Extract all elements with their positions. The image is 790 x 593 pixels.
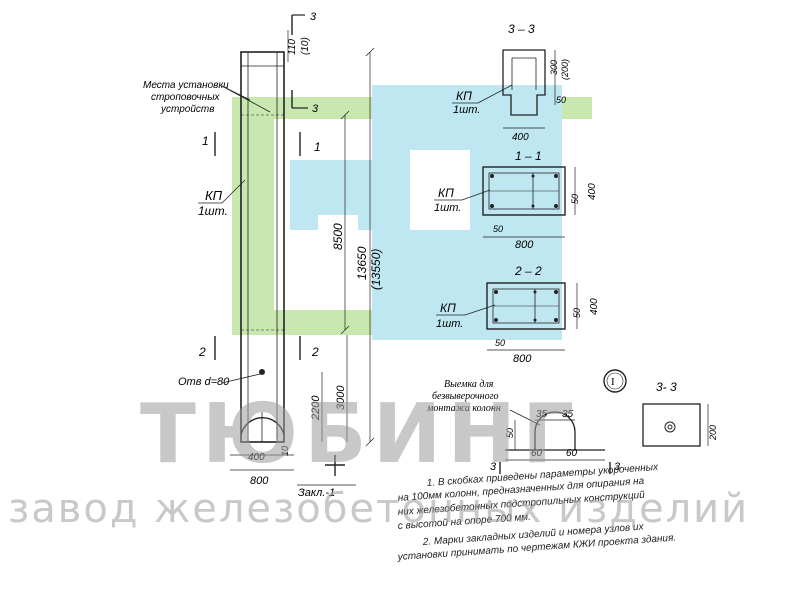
rec-cut-right: 3 (614, 461, 621, 473)
s33-dim-200: (200) (560, 59, 570, 80)
svg-text:строповочных: строповочных (151, 92, 221, 103)
sm-dim-200: 200 (708, 425, 718, 441)
svg-text:безвыверочного: безвыверочного (432, 391, 499, 402)
rec-dim-60b: 60 (566, 448, 578, 459)
svg-text:1шт.: 1шт. (453, 104, 480, 116)
dim-400-bottom: 400 (248, 452, 265, 463)
dim-8500: 8500 (331, 223, 345, 250)
svg-text:Места установки: Места установки (143, 80, 229, 91)
kp-11-label: КП 1шт. (434, 186, 491, 214)
s22-dim-50a: 50 (495, 338, 505, 348)
cut-2-right: 2 (311, 345, 319, 359)
svg-text:КП: КП (205, 188, 223, 203)
cut-mark-1 (214, 132, 301, 156)
rec-dim-60a: 60 (531, 448, 543, 459)
embedded-part-mark (297, 455, 356, 486)
cut-mark-3 (291, 14, 308, 109)
svg-text:1шт.: 1шт. (434, 202, 461, 214)
section-11-drawing (482, 166, 576, 238)
s22-dim-400: 400 (589, 298, 600, 315)
cut-mark-2 (214, 336, 301, 360)
s11-dim-50b: 50 (570, 194, 580, 204)
dim-800-bottom: 800 (250, 475, 269, 487)
s33-dim-400: 400 (512, 132, 529, 143)
s22-dim-800: 800 (513, 353, 532, 365)
recess-detail-drawing (499, 411, 611, 474)
s11-dim-400: 400 (587, 183, 598, 200)
section-33-drawing (502, 49, 556, 129)
section-22-rebars (494, 290, 558, 322)
rec-dim-35b: 35 (562, 409, 574, 420)
svg-text:монтажа колонн: монтажа колонн (426, 403, 501, 414)
cut-3-bottom: 3 (312, 103, 319, 115)
cut-1-right: 1 (314, 140, 321, 154)
watermark-subtitle: завод железобетонных изделий (8, 486, 749, 532)
dim-10-bottom: 10 (280, 446, 290, 456)
kp-33-label: КП 1шт. (452, 84, 513, 116)
dim-10: (10) (300, 37, 311, 55)
svg-text:КП: КП (456, 89, 472, 103)
kp-main-label: КП 1шт. (198, 179, 246, 218)
dim-13550: (13550) (369, 249, 383, 290)
rec-dim-35a: 35 (536, 409, 548, 420)
svg-text:Отв d=80: Отв d=80 (178, 376, 230, 388)
rec-dim-50: 50 (505, 428, 515, 438)
rec-cut-left: 3 (490, 461, 497, 473)
s11-dim-50a: 50 (493, 224, 503, 234)
svg-text:КП: КП (438, 186, 454, 200)
column-elevation (240, 51, 285, 443)
s33-dim-50: 50 (556, 95, 566, 105)
lifting-places-label: Места установки строповочных устройств (143, 80, 271, 115)
section-11-rebars (490, 174, 558, 208)
notes: 1. В скобках приведены параметры укороче… (396, 461, 676, 563)
dim-2200: 2200 (310, 395, 322, 421)
svg-text:1шт.: 1шт. (198, 204, 228, 218)
section-22-title: 2 – 2 (514, 264, 542, 278)
dim-13650: 13650 (355, 246, 369, 280)
s22-dim-50b: 50 (572, 308, 582, 318)
svg-text:Выемка для: Выемка для (444, 379, 494, 390)
small-section-33-drawing (642, 403, 709, 447)
s11-dim-800: 800 (515, 239, 534, 251)
node-mark-I: I (603, 369, 627, 393)
cut-2-left: 2 (198, 345, 206, 359)
dim-3000: 3000 (335, 385, 347, 410)
section-33-title: 3 – 3 (508, 22, 535, 36)
svg-text:устройств: устройств (160, 104, 214, 115)
hole-label: Отв d=80 (178, 373, 261, 388)
svg-text:I: I (611, 376, 615, 388)
svg-text:КП: КП (440, 301, 456, 315)
cut-1-left: 1 (202, 134, 209, 148)
embedded-part-label: Закл.-1 (298, 487, 335, 499)
cut-3-top: 3 (310, 11, 317, 23)
dim-110: 110 (287, 39, 298, 55)
svg-text:1шт.: 1шт. (436, 318, 463, 330)
section-11-title: 1 – 1 (515, 149, 542, 163)
dimension-lines (230, 30, 375, 471)
s33-dim-300: 300 (549, 60, 559, 75)
watermark-logo (232, 85, 592, 340)
recess-label: Выемка для безвыверочного монтажа колонн (426, 379, 541, 426)
watermark-brand: ТЮБИНГ (140, 387, 580, 482)
small-section-33-title: 3- 3 (656, 380, 677, 394)
kp-22-label: КП 1шт. (436, 301, 496, 330)
